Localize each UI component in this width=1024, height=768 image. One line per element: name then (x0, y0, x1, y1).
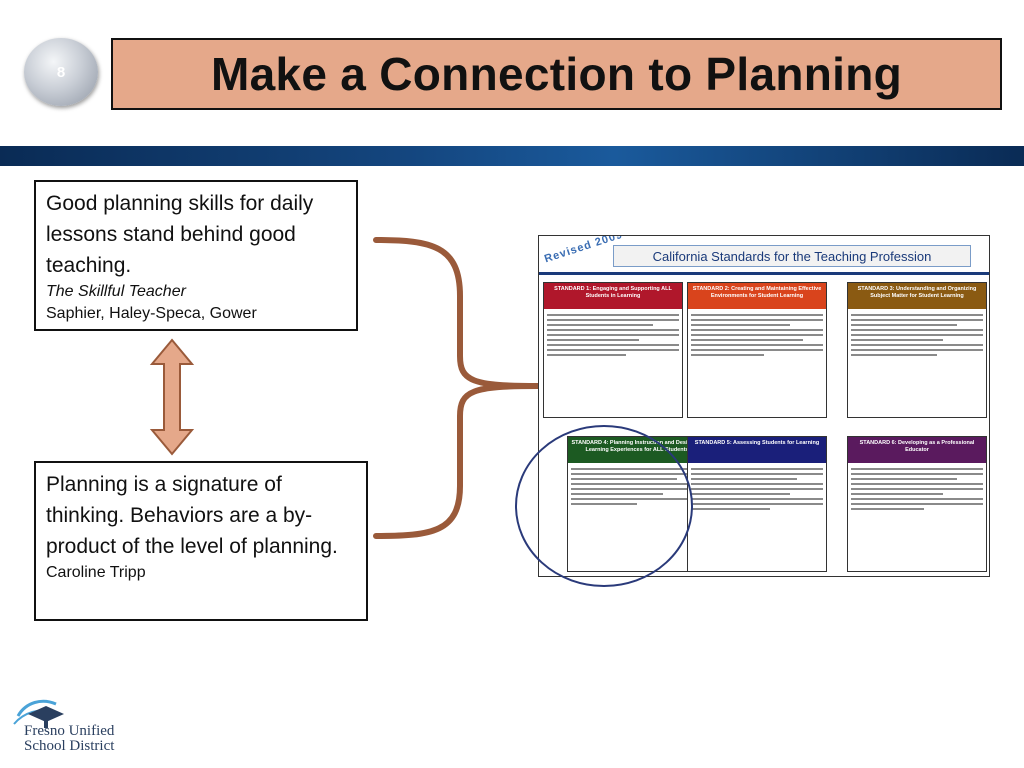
quote-text: Planning is a signature of thinking. Beh… (46, 473, 338, 558)
standard-list (848, 309, 986, 361)
page-title: Make a Connection to Planning (210, 48, 903, 100)
quote-box-signature-of-thinking: Planning is a signature of thinking. Beh… (34, 461, 368, 621)
standards-document-image: Revised 2009 California Standards for th… (538, 235, 990, 577)
standard-card-5: STANDARD 5: Assessing Students for Learn… (687, 436, 827, 572)
standard-list (688, 463, 826, 515)
standard-header: STANDARD 4: Planning Instruction and Des… (568, 437, 706, 463)
quote-authors: Saphier, Haley-Speca, Gower (46, 305, 257, 322)
standard-header: STANDARD 3: Understanding and Organizing… (848, 283, 986, 309)
district-logo-icon (13, 699, 64, 728)
slide-number-badge: 8 (24, 38, 98, 106)
standard-header: STANDARD 2: Creating and Maintaining Eff… (688, 283, 826, 309)
highlight-circle-icon (515, 425, 693, 587)
standard-header: STANDARD 6: Developing as a Professional… (848, 437, 986, 463)
logo-line-2: School District (24, 738, 115, 754)
slide-number: 8 (56, 63, 66, 81)
standard-card-6: STANDARD 6: Developing as a Professional… (847, 436, 987, 572)
quote-text: Good planning skills for daily lessons s… (46, 192, 314, 277)
standard-card-3: STANDARD 3: Understanding and Organizing… (847, 282, 987, 418)
logo-line-1: Fresno Unified (24, 723, 115, 739)
district-logo-text: Fresno Unified School District (24, 724, 114, 754)
standard-list (688, 309, 826, 361)
standard-card-1: STANDARD 1: Engaging and Supporting ALL … (543, 282, 683, 418)
document-header: Revised 2009 California Standards for th… (539, 236, 989, 276)
title-banner: Make a Connection to Planning (111, 38, 1002, 110)
divider (539, 272, 989, 275)
document-title: California Standards for the Teaching Pr… (613, 245, 971, 267)
quote-author: Caroline Tripp (46, 564, 146, 581)
standard-header: STANDARD 5: Assessing Students for Learn… (688, 437, 826, 463)
header-band (0, 146, 1024, 166)
standard-card-4: STANDARD 4: Planning Instruction and Des… (567, 436, 707, 572)
double-arrow-icon (149, 338, 195, 456)
standard-card-2: STANDARD 2: Creating and Maintaining Eff… (687, 282, 827, 418)
quote-box-planning-skills: Good planning skills for daily lessons s… (34, 180, 358, 331)
standard-list (568, 463, 706, 510)
standard-header: STANDARD 1: Engaging and Supporting ALL … (544, 283, 682, 309)
quote-source: The Skillful Teacher (46, 283, 186, 300)
standard-list (848, 463, 986, 515)
standard-list (544, 309, 682, 361)
